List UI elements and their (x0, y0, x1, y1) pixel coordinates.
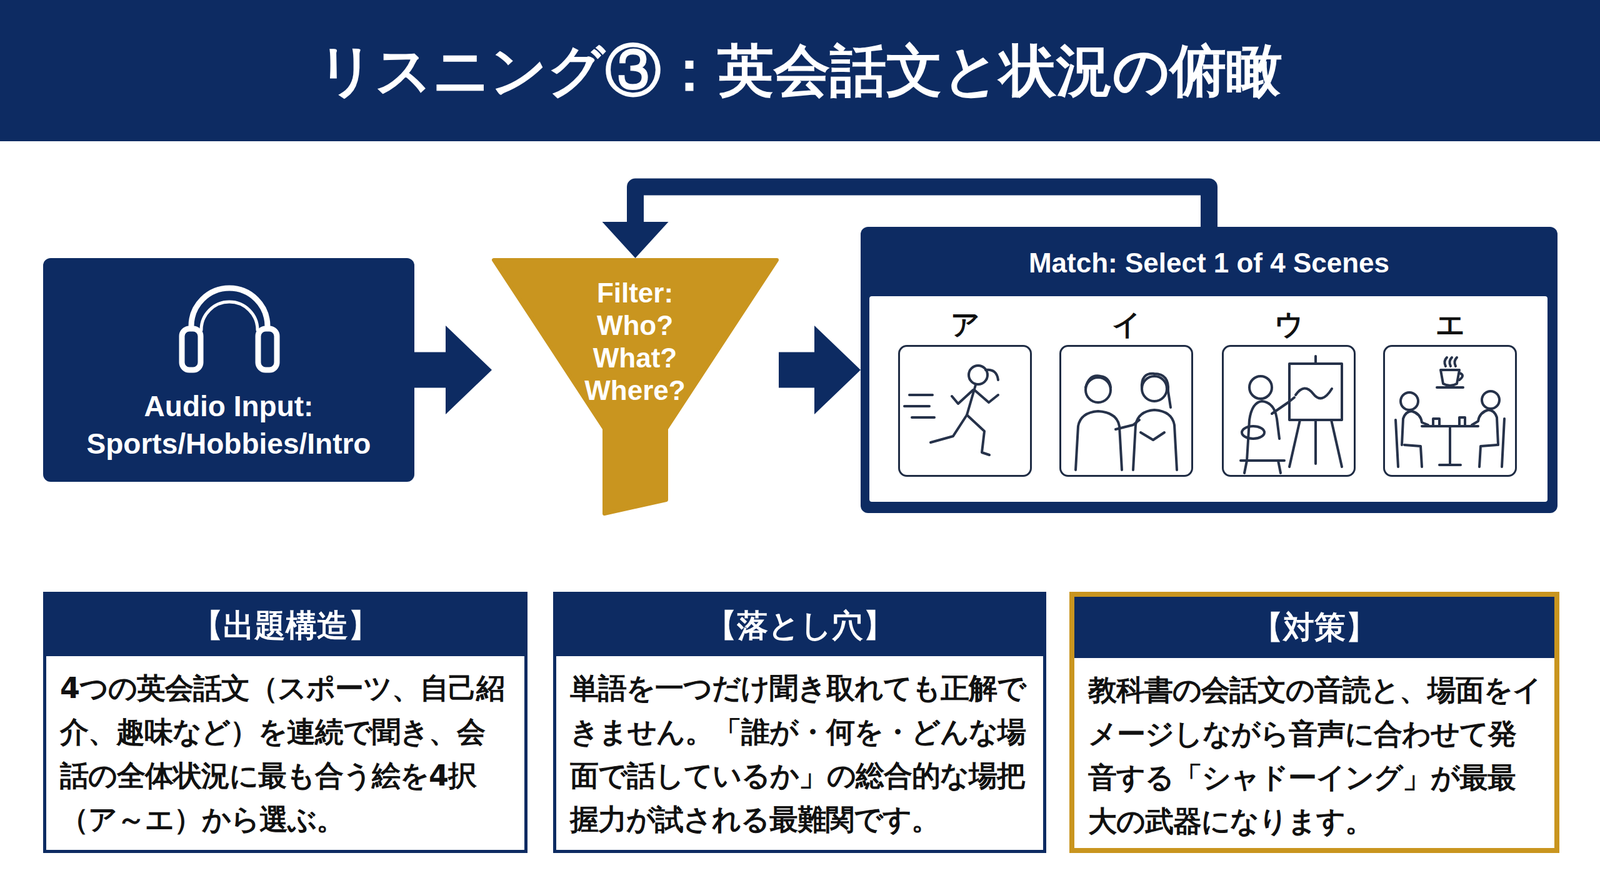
choice-label: エ (1385, 306, 1515, 342)
painter-icon (1241, 426, 1265, 439)
conversation-icon (1085, 377, 1111, 403)
headphones-icon (258, 328, 277, 370)
headphones-icon (191, 288, 268, 350)
headphones-icon (201, 301, 258, 330)
panel-header: 【出題構造】 (46, 595, 525, 657)
painter-icon (1331, 420, 1342, 467)
headphones-icon (181, 328, 201, 370)
scene-card: イ (1059, 345, 1194, 477)
choice-label: ウ (1223, 306, 1354, 342)
cafe-icon (1404, 445, 1422, 467)
choice-label: ア (900, 306, 1030, 342)
input-box: Audio Input: Sports/Hobbies/Intro (43, 258, 415, 482)
cafe-icon (1459, 373, 1463, 380)
cafe-icon (1395, 357, 1505, 467)
runner-icon (968, 365, 988, 385)
cafe-icon (1454, 357, 1457, 367)
painter-icon (1240, 356, 1342, 474)
scene-card: エ (1383, 345, 1517, 477)
painter-icon (1240, 459, 1285, 462)
cafe-icon (1444, 357, 1447, 367)
cafe-icon (1448, 426, 1452, 465)
cafe-icon (1421, 425, 1479, 428)
panel-body: 教科書の会話文の音読と、場面をイメージしながら音声に合わせて発音する「シャドーイ… (1074, 658, 1555, 844)
node-label: Filter: Who? What? Where? (566, 276, 704, 407)
painter-icon (1314, 420, 1317, 464)
runner-icon (974, 390, 999, 403)
runner-icon (966, 415, 990, 455)
runner-icon (904, 405, 930, 408)
cafe-icon (1449, 357, 1452, 367)
flow-arrow (778, 352, 815, 389)
runner-icon (951, 390, 974, 404)
conversation-icon (1140, 432, 1165, 440)
panel-header: 【対策】 (1074, 596, 1555, 659)
painter-icon (1314, 356, 1317, 364)
painter-icon (1278, 460, 1281, 474)
runner-icon (966, 385, 976, 415)
panel-title: 【落とし穴】 (556, 595, 1044, 657)
panel-header: 【落とし穴】 (556, 595, 1044, 657)
strategy-panel: 【対策】教科書の会話文の音読と、場面をイメージしながら音声に合わせて発音する「シ… (1069, 591, 1560, 854)
cafe-icon (1471, 410, 1499, 445)
cafe-icon (1436, 386, 1464, 389)
conversation-icon (1133, 410, 1177, 470)
flow-arrow (635, 186, 1210, 227)
cafe-icon (1459, 417, 1465, 427)
painter-icon (1289, 363, 1342, 420)
cafe-icon (1400, 392, 1419, 410)
choice-label: イ (1061, 306, 1192, 342)
runner-icon (911, 416, 935, 419)
painter-icon (1249, 376, 1272, 399)
info-panel: 【出題構造】4つの英会話文（スポーツ、自己紹介、趣味など）を連続で聞き、会話の全… (43, 591, 528, 854)
cafe-icon (1501, 418, 1505, 467)
cafe-icon (1439, 463, 1461, 467)
node-header: Match: Select 1 of 4 Scenes (860, 245, 1558, 281)
flow-arrow (414, 352, 446, 389)
cafe-icon (1481, 391, 1500, 409)
conversation-icon (1115, 420, 1140, 430)
panel-title: 【出題構造】 (46, 595, 525, 657)
panel-body: 単語を一つだけ聞き取れても正解できません。「誰が・何を・どんな場面で話しているか… (556, 656, 1044, 842)
conversation-icon (1075, 411, 1122, 470)
scene-card: ウ (1221, 345, 1356, 477)
node-label: Audio Input: Sports/Hobbies/Intro (53, 387, 404, 463)
conversation-icon (1141, 376, 1167, 402)
match-box: Match: Select 1 of 4 Scenes アイウエ (860, 226, 1558, 514)
cafe-icon (1479, 445, 1497, 467)
cafe-icon (1433, 418, 1440, 427)
painter-icon (1244, 460, 1247, 474)
painter-icon (1246, 401, 1280, 461)
cafe-icon (1395, 420, 1399, 467)
runner-icon (904, 365, 999, 455)
painter-icon (1295, 388, 1332, 399)
runner-icon (985, 370, 999, 380)
funnel-shape (493, 260, 777, 514)
painter-icon (1289, 420, 1300, 467)
runner-icon (930, 415, 967, 443)
conversation-icon (1085, 375, 1111, 388)
conversation-icon (1141, 373, 1171, 408)
panel-body: 4つの英会話文（スポーツ、自己紹介、趣味など）を連続で聞き、会話の全体状況に最も… (46, 656, 525, 842)
scene-card: ア (898, 345, 1032, 477)
cafe-icon (1401, 411, 1429, 445)
painter-icon (1271, 397, 1295, 414)
page-title: リスニング③：英会話文と状況の俯瞰 (0, 0, 1600, 142)
runner-icon (909, 393, 933, 397)
info-panel: 【落とし穴】単語を一つだけ聞き取れても正解できません。「誰が・何を・どんな場面で… (553, 591, 1047, 854)
conversation-icon (1075, 373, 1177, 470)
cafe-icon (1440, 370, 1460, 386)
headphones-icon (181, 288, 277, 370)
filter-funnel: Filter: Who? What? Where? (491, 258, 779, 516)
panel-title: 【対策】 (1074, 596, 1555, 659)
